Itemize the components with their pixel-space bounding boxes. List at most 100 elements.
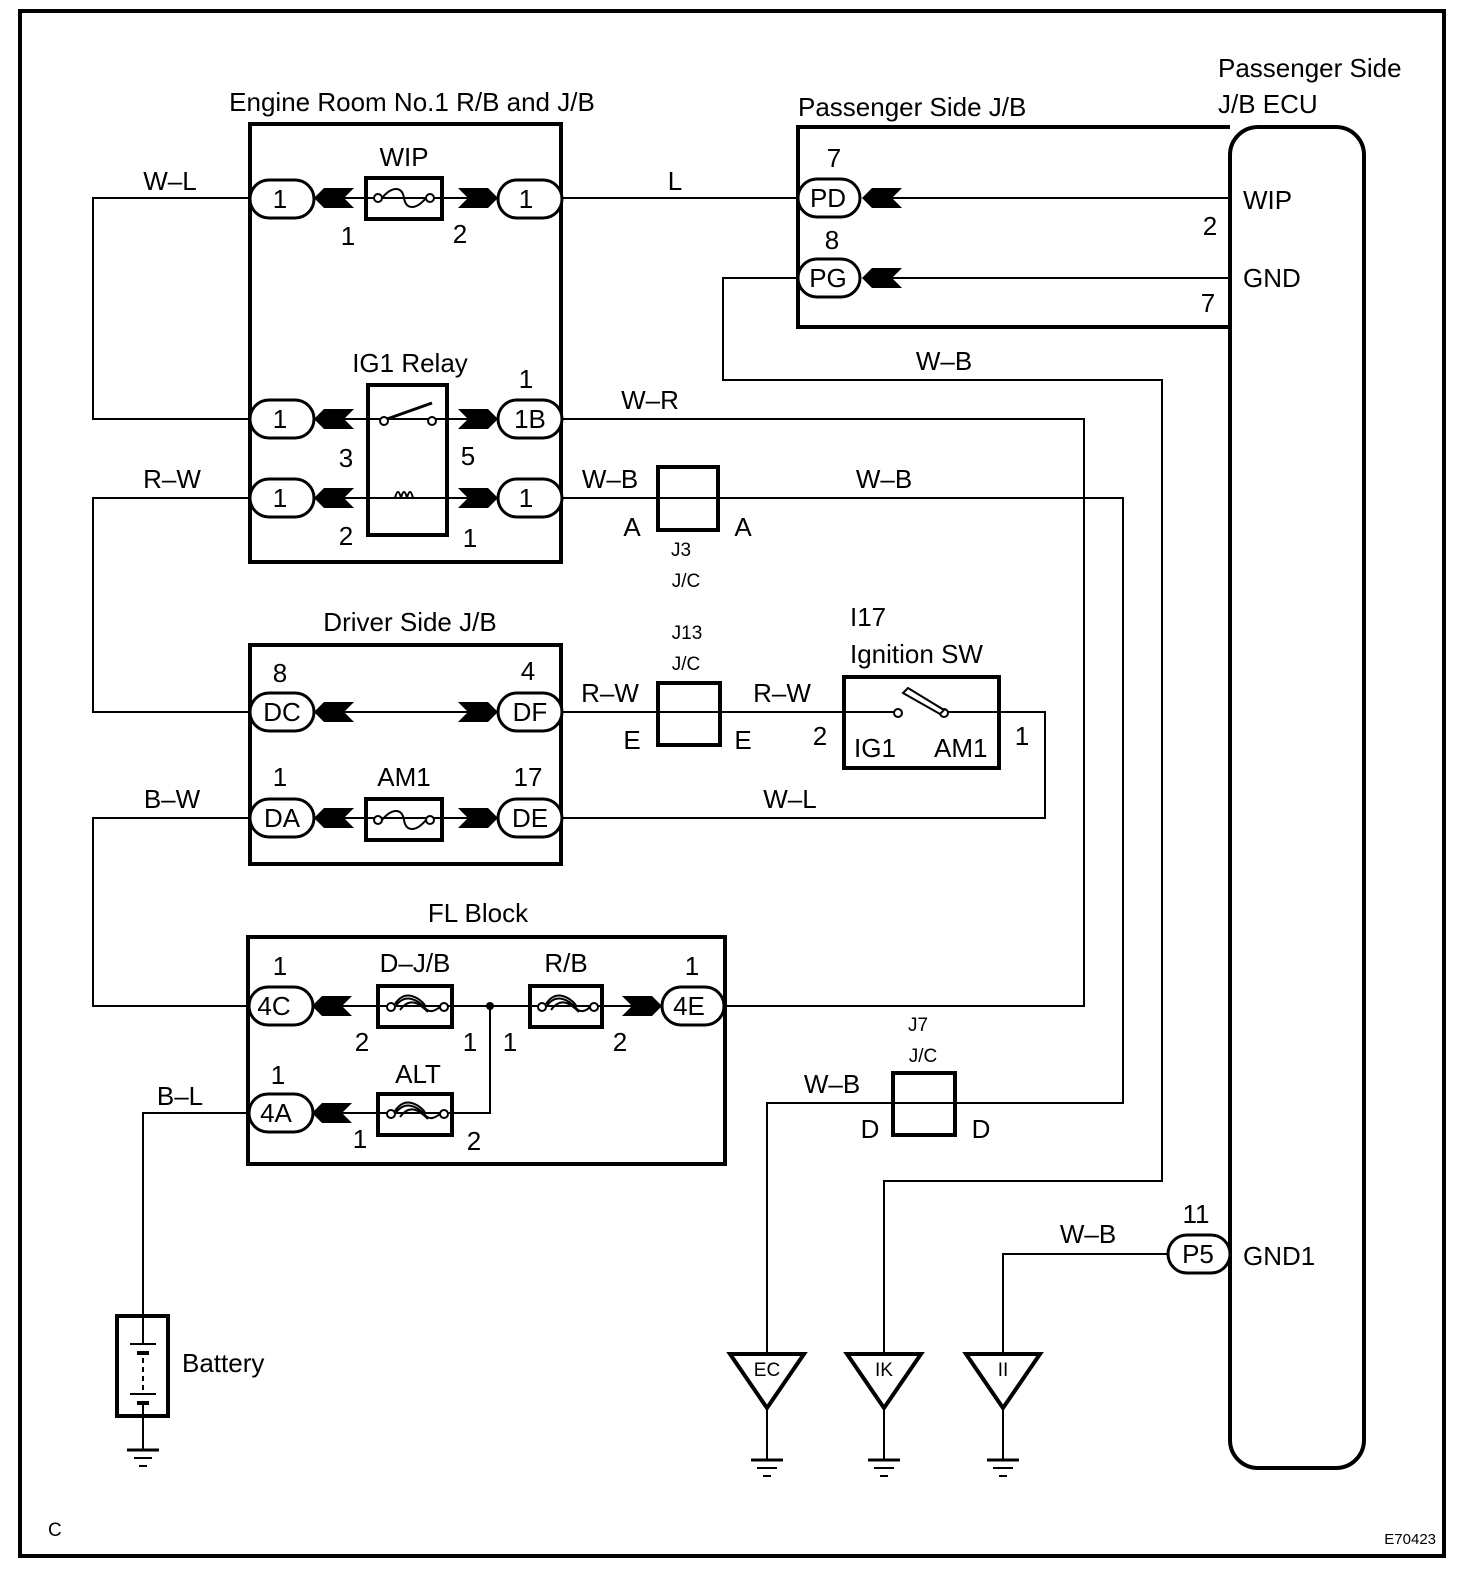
pin-label: 17 bbox=[514, 762, 543, 792]
relay-label: IG1 Relay bbox=[352, 348, 468, 378]
engine-room-rb-jb: Engine Room No.1 R/B and J/B WIP 1 2 IG1… bbox=[229, 87, 595, 564]
fusible-link-alt bbox=[376, 1092, 454, 1137]
svg-text:1: 1 bbox=[519, 184, 533, 214]
ground-point-ec: EC bbox=[726, 1352, 808, 1477]
connector: 1 bbox=[248, 477, 354, 519]
pin-label: 2 bbox=[453, 219, 467, 249]
wire-label: W–B bbox=[804, 1069, 860, 1099]
wire-label: R–W bbox=[753, 678, 811, 708]
pin-label: 3 bbox=[339, 443, 353, 473]
svg-text:2: 2 bbox=[467, 1126, 481, 1156]
wire-label: B–W bbox=[144, 784, 201, 814]
battery-label: Battery bbox=[182, 1348, 264, 1378]
wire-b-l bbox=[142, 1112, 250, 1316]
svg-text:AM1: AM1 bbox=[934, 733, 987, 763]
wire-label: R–W bbox=[143, 464, 201, 494]
wire-label: L bbox=[668, 166, 682, 196]
wire-label: W–L bbox=[763, 784, 816, 814]
wire-r-w-left bbox=[92, 497, 250, 713]
wire-w-l-loop bbox=[92, 197, 250, 420]
ecu-pin-wip: WIP bbox=[1243, 185, 1292, 215]
junction-connector-j7: J7 J/C D D bbox=[861, 1015, 991, 1144]
pin-label: 1 bbox=[463, 523, 477, 553]
driver-side-jb: Driver Side J/B 8 4 1 17 AM1 DC DF DA DE bbox=[248, 607, 564, 866]
connector-df: DF bbox=[458, 691, 564, 733]
passenger-side-jb: Passenger Side J/B 7 PD 8 PG bbox=[796, 92, 1230, 329]
connector-pg: PG bbox=[796, 257, 902, 299]
ecu-title-line2: J/B ECU bbox=[1218, 89, 1318, 119]
svg-text:D: D bbox=[861, 1114, 880, 1144]
pin-label: 2 bbox=[1203, 211, 1217, 241]
svg-text:E: E bbox=[623, 725, 640, 755]
connector-1b: 1B bbox=[458, 398, 564, 440]
ecu-pin-gnd1: GND1 bbox=[1243, 1241, 1315, 1271]
ignition-code: I17 bbox=[850, 602, 886, 632]
pin-label: 8 bbox=[825, 225, 839, 255]
wire-label: R–W bbox=[581, 678, 639, 708]
ground-icon bbox=[987, 1458, 1019, 1477]
battery: Battery bbox=[115, 1314, 264, 1467]
svg-text:DE: DE bbox=[512, 803, 548, 833]
ecu-pin-gnd: GND bbox=[1243, 263, 1301, 293]
svg-text:PG: PG bbox=[809, 263, 847, 293]
svg-text:E: E bbox=[734, 725, 751, 755]
connector: 1 bbox=[248, 398, 354, 440]
passenger-jb-ecu: Passenger Side J/B ECU WIP 2 GND 7 GND1 … bbox=[1166, 53, 1402, 1470]
svg-text:2: 2 bbox=[613, 1027, 627, 1057]
svg-text:1: 1 bbox=[519, 483, 533, 513]
connector-pd: PD bbox=[796, 177, 902, 219]
svg-text:J/C: J/C bbox=[909, 1046, 938, 1067]
corner-mark: C bbox=[48, 1520, 62, 1541]
wire-label: W–B bbox=[1060, 1219, 1116, 1249]
svg-text:DF: DF bbox=[513, 697, 548, 727]
ig1-relay bbox=[366, 383, 449, 537]
wire-w-l-de bbox=[562, 711, 1046, 819]
svg-text:4E: 4E bbox=[673, 991, 705, 1021]
svg-text:ALT: ALT bbox=[395, 1059, 441, 1089]
svg-text:J3: J3 bbox=[671, 540, 691, 561]
wire-b-w bbox=[92, 817, 250, 1007]
wire-labels: W–L L W–B W–R R–W W–B W–B R–W R–W B–W W–… bbox=[143, 166, 1116, 1249]
wire-label: W–B bbox=[856, 464, 912, 494]
svg-text:1: 1 bbox=[273, 404, 287, 434]
pin-label: 7 bbox=[827, 143, 841, 173]
svg-text:II: II bbox=[998, 1360, 1009, 1381]
fuse-am1 bbox=[364, 797, 444, 842]
wire-w-b-p5 bbox=[1002, 1253, 1168, 1352]
pin-label: 1 bbox=[273, 762, 287, 792]
connector-4e: 4E bbox=[622, 985, 726, 1027]
svg-text:R/B: R/B bbox=[544, 948, 587, 978]
connector: 1 bbox=[458, 477, 564, 519]
driver-jb-title: Driver Side J/B bbox=[323, 607, 496, 637]
svg-text:1: 1 bbox=[503, 1027, 517, 1057]
svg-text:1: 1 bbox=[273, 184, 287, 214]
wire-w-b-j3 bbox=[562, 497, 1124, 1352]
connector-4a: 4A bbox=[247, 1092, 352, 1134]
svg-text:2: 2 bbox=[813, 721, 827, 751]
svg-text:2: 2 bbox=[355, 1027, 369, 1057]
pin-label: 8 bbox=[273, 658, 287, 688]
svg-text:D: D bbox=[972, 1114, 991, 1144]
pin-label: 1 bbox=[519, 364, 533, 394]
diagram-frame bbox=[18, 9, 1446, 1558]
junction-connector-j13: J13 J/C E E bbox=[623, 623, 751, 755]
svg-text:1: 1 bbox=[271, 1060, 285, 1090]
fuse-wip-label: WIP bbox=[379, 142, 428, 172]
ground-point-ii: II bbox=[962, 1352, 1044, 1477]
svg-text:IG1: IG1 bbox=[854, 733, 896, 763]
fl-block: FL Block D–J/B 2 1 R/B 1 2 ALT 1 2 1 1 1… bbox=[246, 898, 727, 1166]
fusible-link-dj-b bbox=[376, 984, 454, 1029]
wire-label: W–B bbox=[582, 464, 638, 494]
fuse-wip bbox=[364, 176, 444, 221]
pin-label: 7 bbox=[1201, 288, 1215, 318]
pin-label: 1 bbox=[341, 221, 355, 251]
svg-text:J/C: J/C bbox=[672, 654, 701, 675]
connector-4c: 4C bbox=[247, 985, 352, 1027]
junction-connector-j3: A A J3 J/C bbox=[623, 465, 752, 592]
svg-text:1: 1 bbox=[353, 1124, 367, 1154]
svg-text:J7: J7 bbox=[908, 1015, 928, 1036]
pin-label: 5 bbox=[461, 441, 475, 471]
wire-label: B–L bbox=[157, 1081, 203, 1111]
svg-text:A: A bbox=[734, 512, 752, 542]
